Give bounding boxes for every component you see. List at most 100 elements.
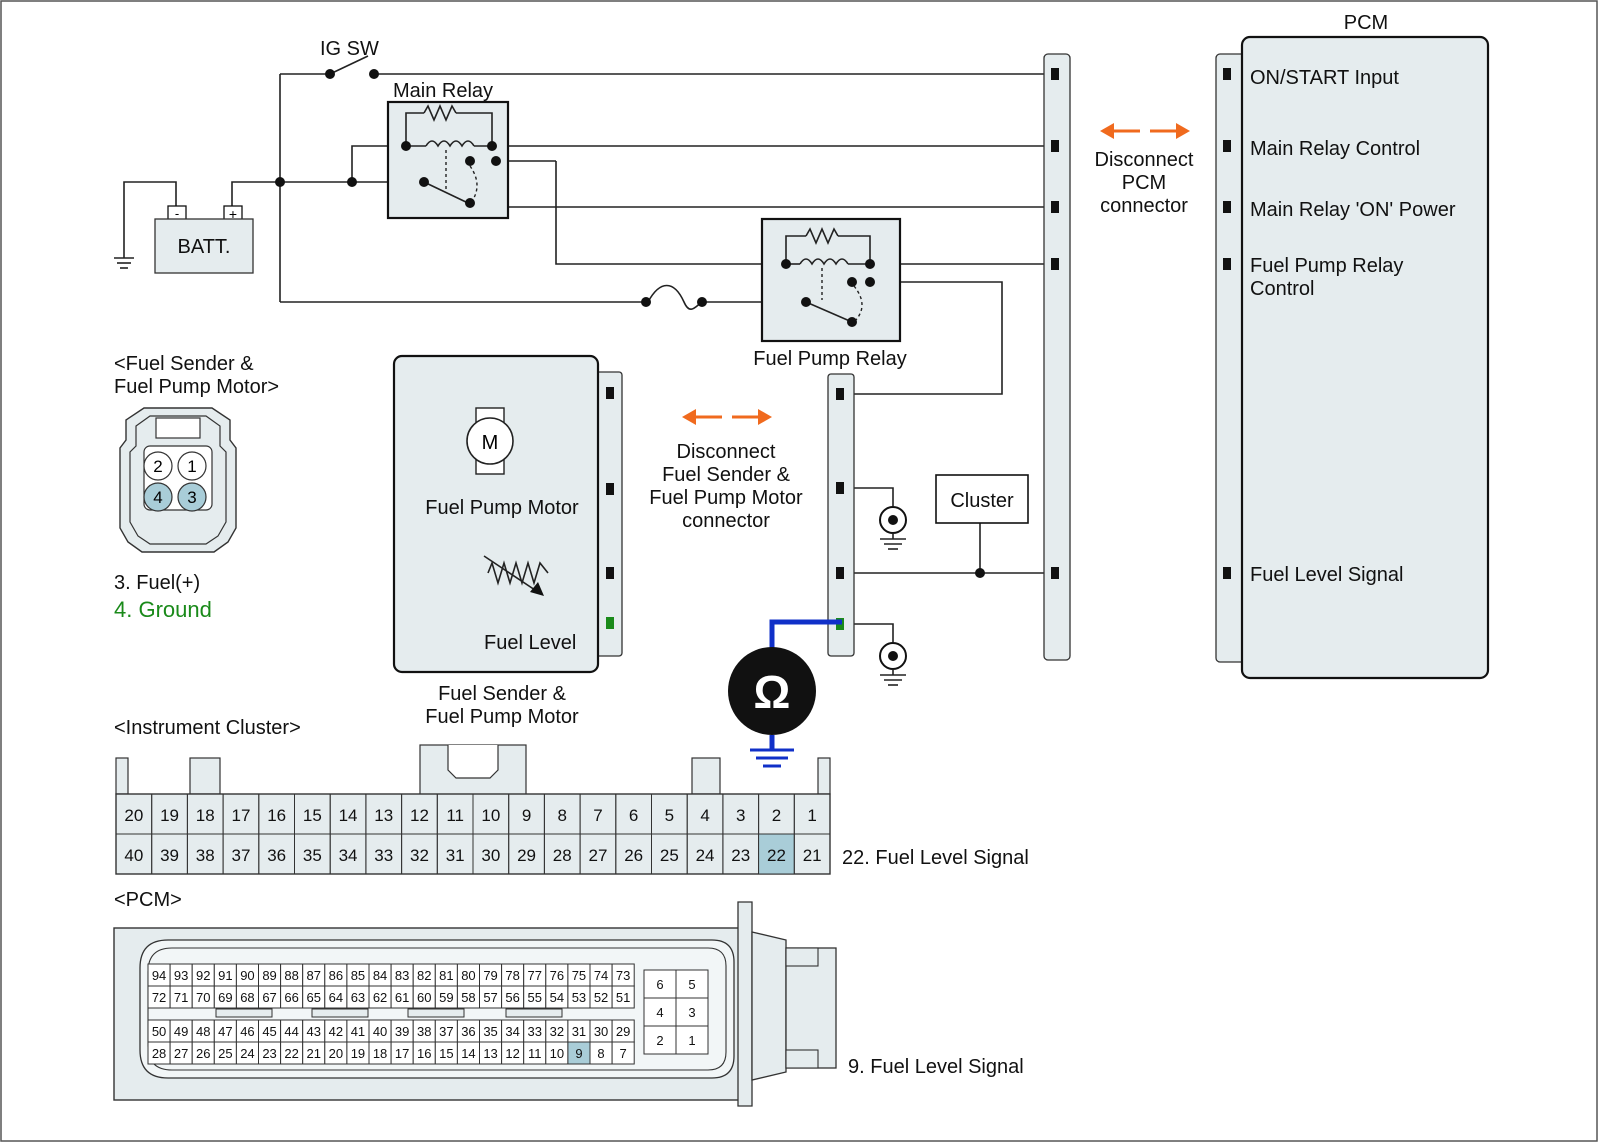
pcm-pin-number: 26 xyxy=(196,1046,210,1061)
cluster-pin-number: 30 xyxy=(481,846,500,865)
pcm-pin-main-relay-on-power: Main Relay 'ON' Power xyxy=(1250,199,1456,221)
pcm-pin-number: 87 xyxy=(307,968,321,983)
pcm-pin-on-start-input: ON/START Input xyxy=(1250,67,1399,89)
pcm-pin-number: 91 xyxy=(218,968,232,983)
cluster-pin-number: 10 xyxy=(481,806,500,825)
cluster-pin-number: 20 xyxy=(124,806,143,825)
cluster-pin-number: 3 xyxy=(736,806,745,825)
pcm-title: PCM xyxy=(1344,12,1388,34)
pcm-pin-number: 67 xyxy=(262,990,276,1005)
fuel-level-label: Fuel Level xyxy=(484,632,576,654)
pcm-pin-number: 28 xyxy=(152,1046,166,1061)
disconnect-fuel-arrows xyxy=(682,409,772,425)
cluster-pin-number: 31 xyxy=(446,846,465,865)
main-relay-label: Main Relay xyxy=(393,80,493,102)
cluster-pin-number: 35 xyxy=(303,846,322,865)
fuel-connector-face xyxy=(119,407,237,553)
fuel-connector-title-line2: Fuel Pump Motor> xyxy=(114,376,279,398)
fuel-connector-pin-1: 1 xyxy=(187,457,196,476)
pcm-pin-number: 29 xyxy=(616,1024,630,1039)
pcm-small-pin-cell xyxy=(643,1025,677,1055)
pcm-pin-number: 41 xyxy=(351,1024,365,1039)
pcm-pin-number: 64 xyxy=(329,990,343,1005)
fuse-terminal xyxy=(641,297,651,307)
cluster-pin-number: 40 xyxy=(124,846,143,865)
pcm-pin-number: 75 xyxy=(572,968,586,983)
pcm-pin-number: 16 xyxy=(417,1046,431,1061)
cluster-pin-number: 28 xyxy=(553,846,572,865)
pcm-pin-number: 42 xyxy=(329,1024,343,1039)
pcm-pin-number: 39 xyxy=(395,1024,409,1039)
pcm-pin-number: 77 xyxy=(528,968,542,983)
pcm-pin-number: 55 xyxy=(528,990,542,1005)
pcm-pin-number: 46 xyxy=(240,1024,254,1039)
pcm-pin-number: 83 xyxy=(395,968,409,983)
pcm-pin-number: 62 xyxy=(373,990,387,1005)
disconnect-pcm-arrows xyxy=(1100,123,1190,139)
pcm-pin-number: 78 xyxy=(505,968,519,983)
cluster-box xyxy=(935,474,1029,524)
pcm-pin-number: 12 xyxy=(505,1046,519,1061)
fuse-terminal xyxy=(697,297,707,307)
pcm-pin-number: 17 xyxy=(395,1046,409,1061)
cluster-connector-note: 22. Fuel Level Signal xyxy=(842,847,1029,869)
pcm-pin-number: 11 xyxy=(528,1046,542,1061)
cluster-label: Cluster xyxy=(950,490,1014,512)
pcm-connector-latch xyxy=(311,1008,369,1018)
pcm-pin-number: 90 xyxy=(240,968,254,983)
pcm-small-pin-number: 3 xyxy=(688,1005,695,1020)
pcm-pin-number: 20 xyxy=(329,1046,343,1061)
pcm-small-pin-number: 6 xyxy=(656,977,663,992)
fuel-connector-pin-4: 4 xyxy=(153,488,162,507)
chassis-ground-icon xyxy=(879,506,907,550)
pcm-small-pin-cell xyxy=(675,1025,709,1055)
cluster-pin-number: 17 xyxy=(231,806,250,825)
cluster-pin-number: 23 xyxy=(731,846,750,865)
fuel-connector-pin-3: 3 xyxy=(187,488,196,507)
pcm-pin-number: 82 xyxy=(417,968,431,983)
pcm-pin-number: 93 xyxy=(174,968,188,983)
cluster-pin-number: 6 xyxy=(629,806,638,825)
pcm-pin-number: 25 xyxy=(218,1046,232,1061)
disconnect-fuel-line4: connector xyxy=(682,510,770,532)
fuel-pump-motor-label: Fuel Pump Motor xyxy=(425,497,579,519)
pcm-pin-number: 22 xyxy=(284,1046,298,1061)
pcm-pin-fuel-pump-relay-control: Fuel Pump Relay xyxy=(1250,255,1403,277)
main-relay: Main Relay xyxy=(386,80,510,220)
pcm-pin-number: 10 xyxy=(550,1046,564,1061)
pcm-pin-cell xyxy=(611,1041,635,1065)
pcm-pin-number: 27 xyxy=(174,1046,188,1061)
cluster-pin-number: 13 xyxy=(374,806,393,825)
cluster-pin-number: 11 xyxy=(446,806,464,825)
cluster-pin-number: 4 xyxy=(700,806,709,825)
cluster-pin-cell xyxy=(793,833,831,875)
pcm-pin-number: 24 xyxy=(240,1046,254,1061)
pcm-small-pin-number: 2 xyxy=(656,1033,663,1048)
fuel-sender-module: M Fuel Pump Motor Fuel Level xyxy=(392,354,623,674)
pcm-connector-latch xyxy=(505,1008,563,1018)
pcm-pin-number: 74 xyxy=(594,968,608,983)
cluster-pin-number: 8 xyxy=(558,806,567,825)
cluster-pin-number: 24 xyxy=(696,846,715,865)
pcm-pin-number: 85 xyxy=(351,968,365,983)
disconnect-fuel-line3: Fuel Pump Motor xyxy=(649,487,803,509)
pcm-harness-connector xyxy=(1043,53,1071,661)
cluster-pin-number: 33 xyxy=(374,846,393,865)
pcm-pin-number: 48 xyxy=(196,1024,210,1039)
fuel-pump-relay-label: Fuel Pump Relay xyxy=(753,348,906,370)
cluster-pin-number: 7 xyxy=(593,806,602,825)
pcm-connector-title: <PCM> xyxy=(114,889,182,911)
disconnect-pcm-line2: PCM xyxy=(1122,172,1166,194)
pcm-pin-number: 8 xyxy=(597,1046,604,1061)
pcm-pin-number: 33 xyxy=(528,1024,542,1039)
battery: - + BATT. xyxy=(154,205,254,274)
pcm-pin-number: 13 xyxy=(483,1046,497,1061)
cluster-connector-title: <Instrument Cluster> xyxy=(114,717,301,739)
pcm-pin-number: 59 xyxy=(439,990,453,1005)
pcm-pin-number: 80 xyxy=(461,968,475,983)
pcm-pin-number: 52 xyxy=(594,990,608,1005)
pcm-pin-number: 71 xyxy=(174,990,188,1005)
pcm-pin-number: 86 xyxy=(329,968,343,983)
pcm-pin-number: 58 xyxy=(461,990,475,1005)
cluster-pin-number: 21 xyxy=(803,846,822,865)
